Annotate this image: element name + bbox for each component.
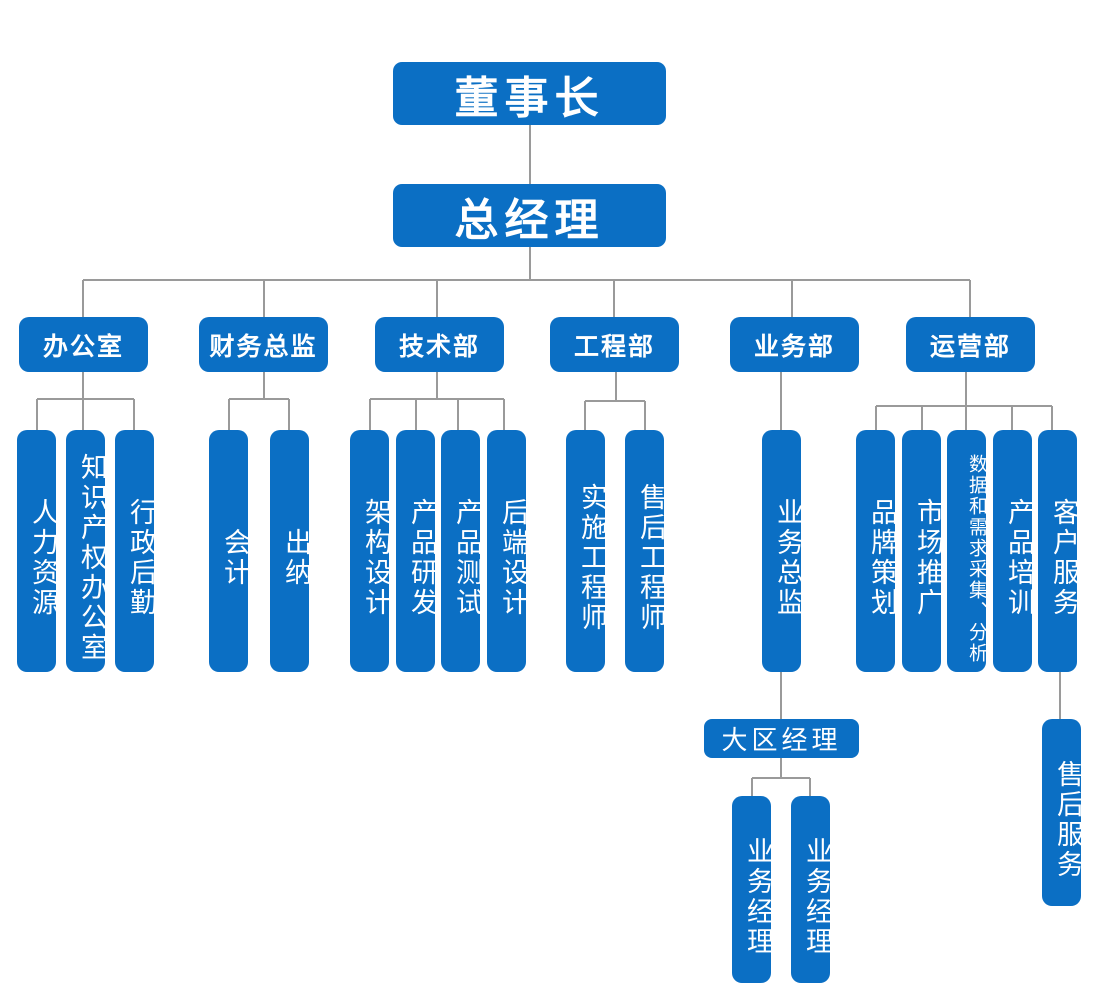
node-implementation-engineer: 实施工程师 xyxy=(566,430,607,672)
node-label: 办公室 xyxy=(42,331,124,361)
node-label: 品牌策划 xyxy=(866,498,897,618)
node-dept-engineering: 工程部 xyxy=(550,317,679,372)
node-business-manager-2: 业务经理 xyxy=(791,796,832,983)
node-general-manager: 总经理 xyxy=(393,184,666,247)
node-label: 人力资源 xyxy=(27,498,58,618)
node-label: 大区经理 xyxy=(721,726,842,756)
node-after-sales-engineer: 售后工程师 xyxy=(625,430,666,672)
node-label: 会计 xyxy=(219,528,250,588)
node-label: 后端设计 xyxy=(497,498,528,618)
node-product-testing: 产品测试 xyxy=(441,430,482,672)
node-label: 总经理 xyxy=(454,194,605,246)
node-dept-office: 办公室 xyxy=(19,317,148,372)
node-label: 运营部 xyxy=(929,331,1011,361)
node-human-resources: 人力资源 xyxy=(17,430,58,672)
node-dept-operations: 运营部 xyxy=(906,317,1035,372)
node-business-manager-1: 业务经理 xyxy=(732,796,773,983)
node-label: 财务总监 xyxy=(209,331,318,361)
node-label: 业务部 xyxy=(753,331,835,361)
node-after-sales-service: 售后服务 xyxy=(1042,719,1083,906)
node-label: 客户服务 xyxy=(1048,498,1079,618)
node-label: 工程部 xyxy=(573,331,655,361)
node-dept-business: 业务部 xyxy=(730,317,859,372)
node-dept-technology: 技术部 xyxy=(375,317,504,372)
node-label: 知识产权办公室 xyxy=(76,453,107,663)
node-label: 产品培训 xyxy=(1003,498,1034,618)
node-label: 业务经理 xyxy=(801,836,832,957)
node-label: 售后工程师 xyxy=(635,483,666,633)
node-business-director: 业务总监 xyxy=(762,430,803,672)
node-ip-office: 知识产权办公室 xyxy=(66,430,107,672)
node-label: 实施工程师 xyxy=(576,483,607,633)
node-brand-planning: 品牌策划 xyxy=(856,430,897,672)
node-label: 数据和需求采集、分析 xyxy=(966,454,988,664)
node-regional-manager: 大区经理 xyxy=(704,719,859,758)
node-label: 行政后勤 xyxy=(125,498,156,618)
node-architecture-design: 架构设计 xyxy=(350,430,391,672)
node-label: 业务总监 xyxy=(772,498,803,618)
node-label: 出纳 xyxy=(280,528,311,588)
node-label: 业务经理 xyxy=(742,836,773,957)
node-accountant: 会计 xyxy=(209,430,250,672)
node-label: 董事长 xyxy=(454,72,605,124)
node-marketing-promotion: 市场推广 xyxy=(902,430,943,672)
node-cashier: 出纳 xyxy=(270,430,311,672)
node-data-requirements-analysis: 数据和需求采集、分析 xyxy=(947,430,988,672)
node-label: 产品研发 xyxy=(406,498,437,618)
node-label: 售后服务 xyxy=(1052,759,1083,880)
node-product-training: 产品培训 xyxy=(993,430,1034,672)
node-backend-design: 后端设计 xyxy=(487,430,528,672)
node-label: 架构设计 xyxy=(360,498,391,618)
node-chairman: 董事长 xyxy=(393,62,666,125)
node-label: 技术部 xyxy=(398,331,480,361)
node-dept-finance-director: 财务总监 xyxy=(199,317,328,372)
node-label: 市场推广 xyxy=(912,498,943,618)
node-customer-service: 客户服务 xyxy=(1038,430,1079,672)
node-product-development: 产品研发 xyxy=(396,430,437,672)
node-admin-logistics: 行政后勤 xyxy=(115,430,156,672)
node-label: 产品测试 xyxy=(451,498,482,618)
